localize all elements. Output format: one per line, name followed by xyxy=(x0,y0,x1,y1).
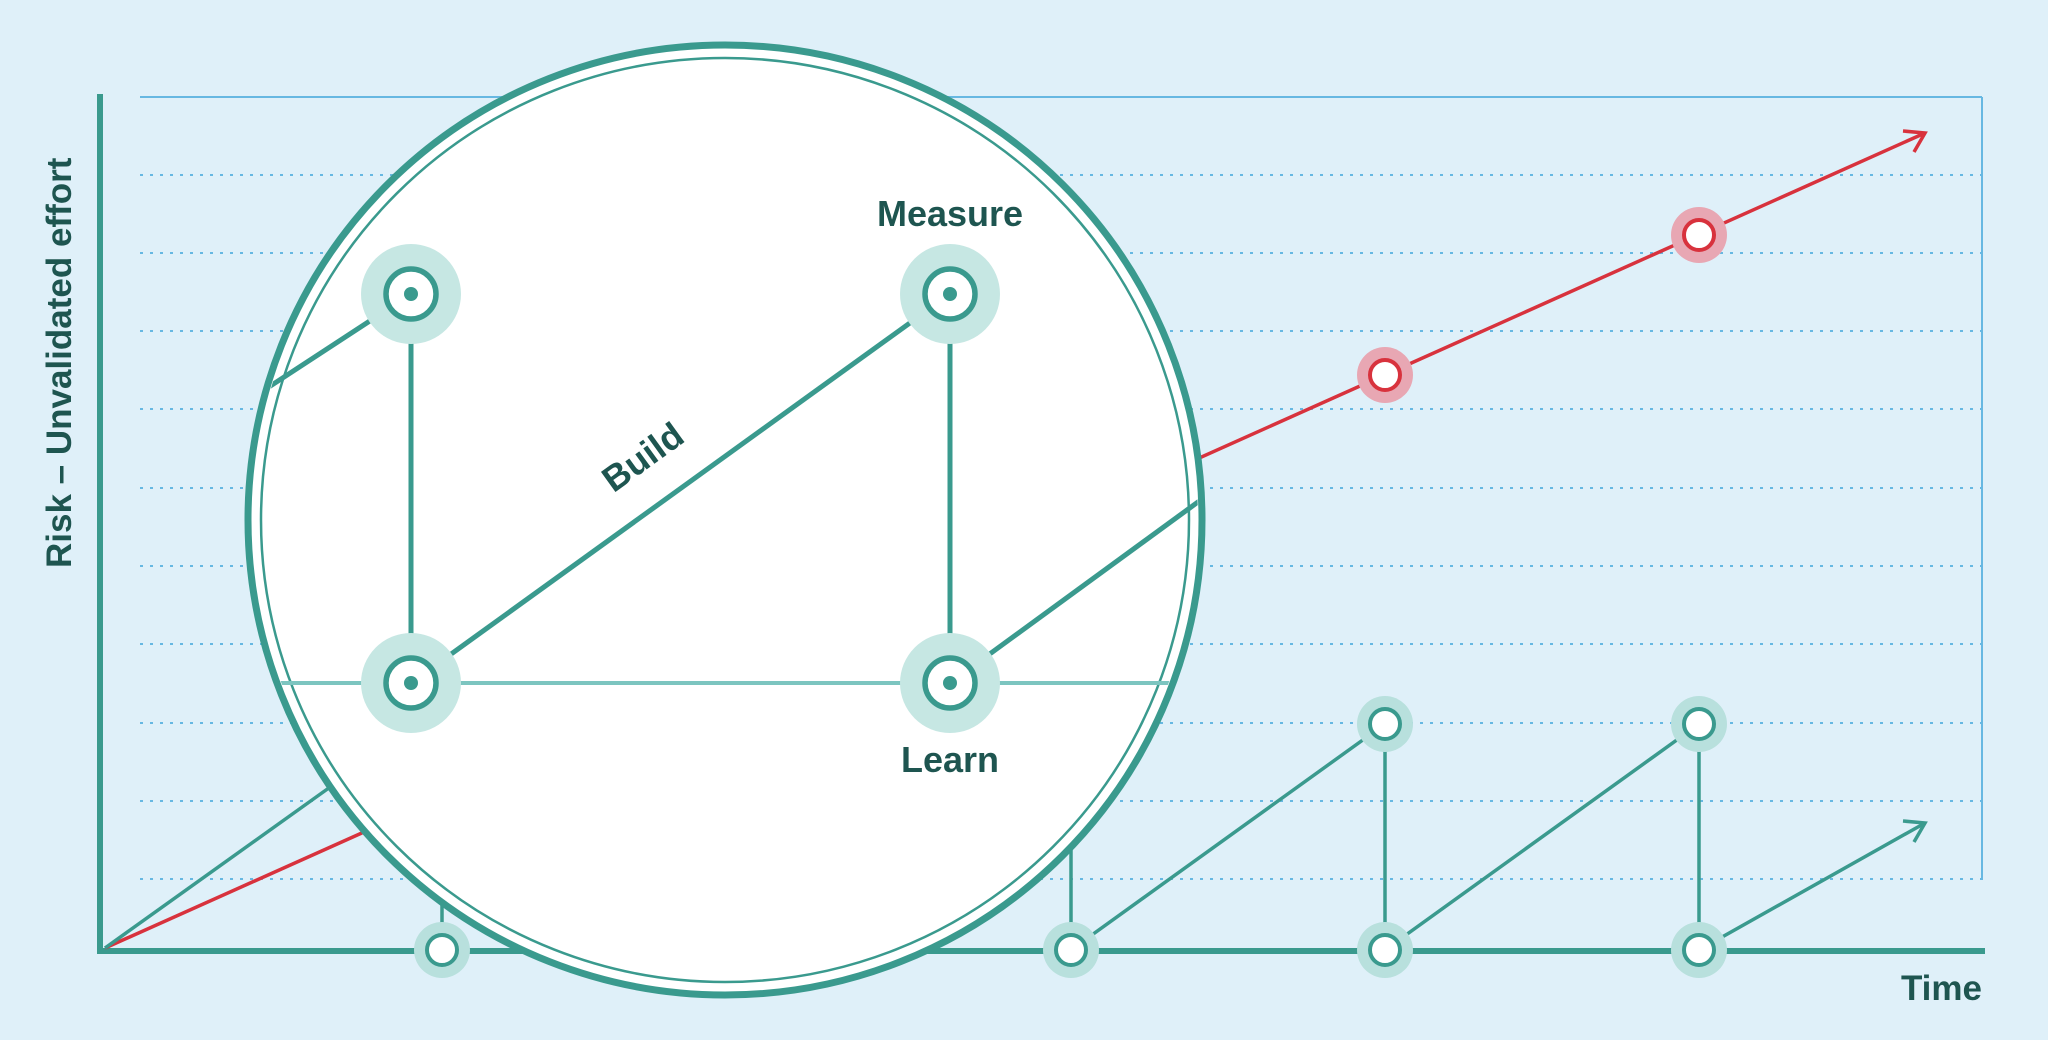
learn-marker-dot xyxy=(943,676,957,690)
teal-arrowhead xyxy=(1902,819,1928,843)
build-segment xyxy=(409,291,952,686)
red-arrowhead xyxy=(1902,129,1928,153)
y-axis-label: Risk – Unvalidated effort xyxy=(40,157,79,568)
zoomed-marker-dot xyxy=(404,676,418,690)
teal-marker xyxy=(1368,707,1402,741)
learn-label: Learn xyxy=(901,739,999,780)
teal-markers xyxy=(414,696,1727,978)
teal-marker xyxy=(1682,707,1716,741)
teal-marker xyxy=(1368,933,1402,967)
red-marker xyxy=(1682,218,1716,252)
red-marker xyxy=(1368,358,1402,392)
x-axis-label: Time xyxy=(1901,969,1982,1008)
zoomed-markers xyxy=(361,244,1000,733)
zoomed-marker-dot xyxy=(404,287,418,301)
axes xyxy=(97,94,1985,954)
teal-marker xyxy=(1054,933,1088,967)
teal-marker xyxy=(1682,933,1716,967)
teal-marker xyxy=(425,933,459,967)
magnifier-lens xyxy=(244,41,1206,999)
measure-marker-dot xyxy=(943,287,957,301)
measure-label: Measure xyxy=(877,193,1023,234)
